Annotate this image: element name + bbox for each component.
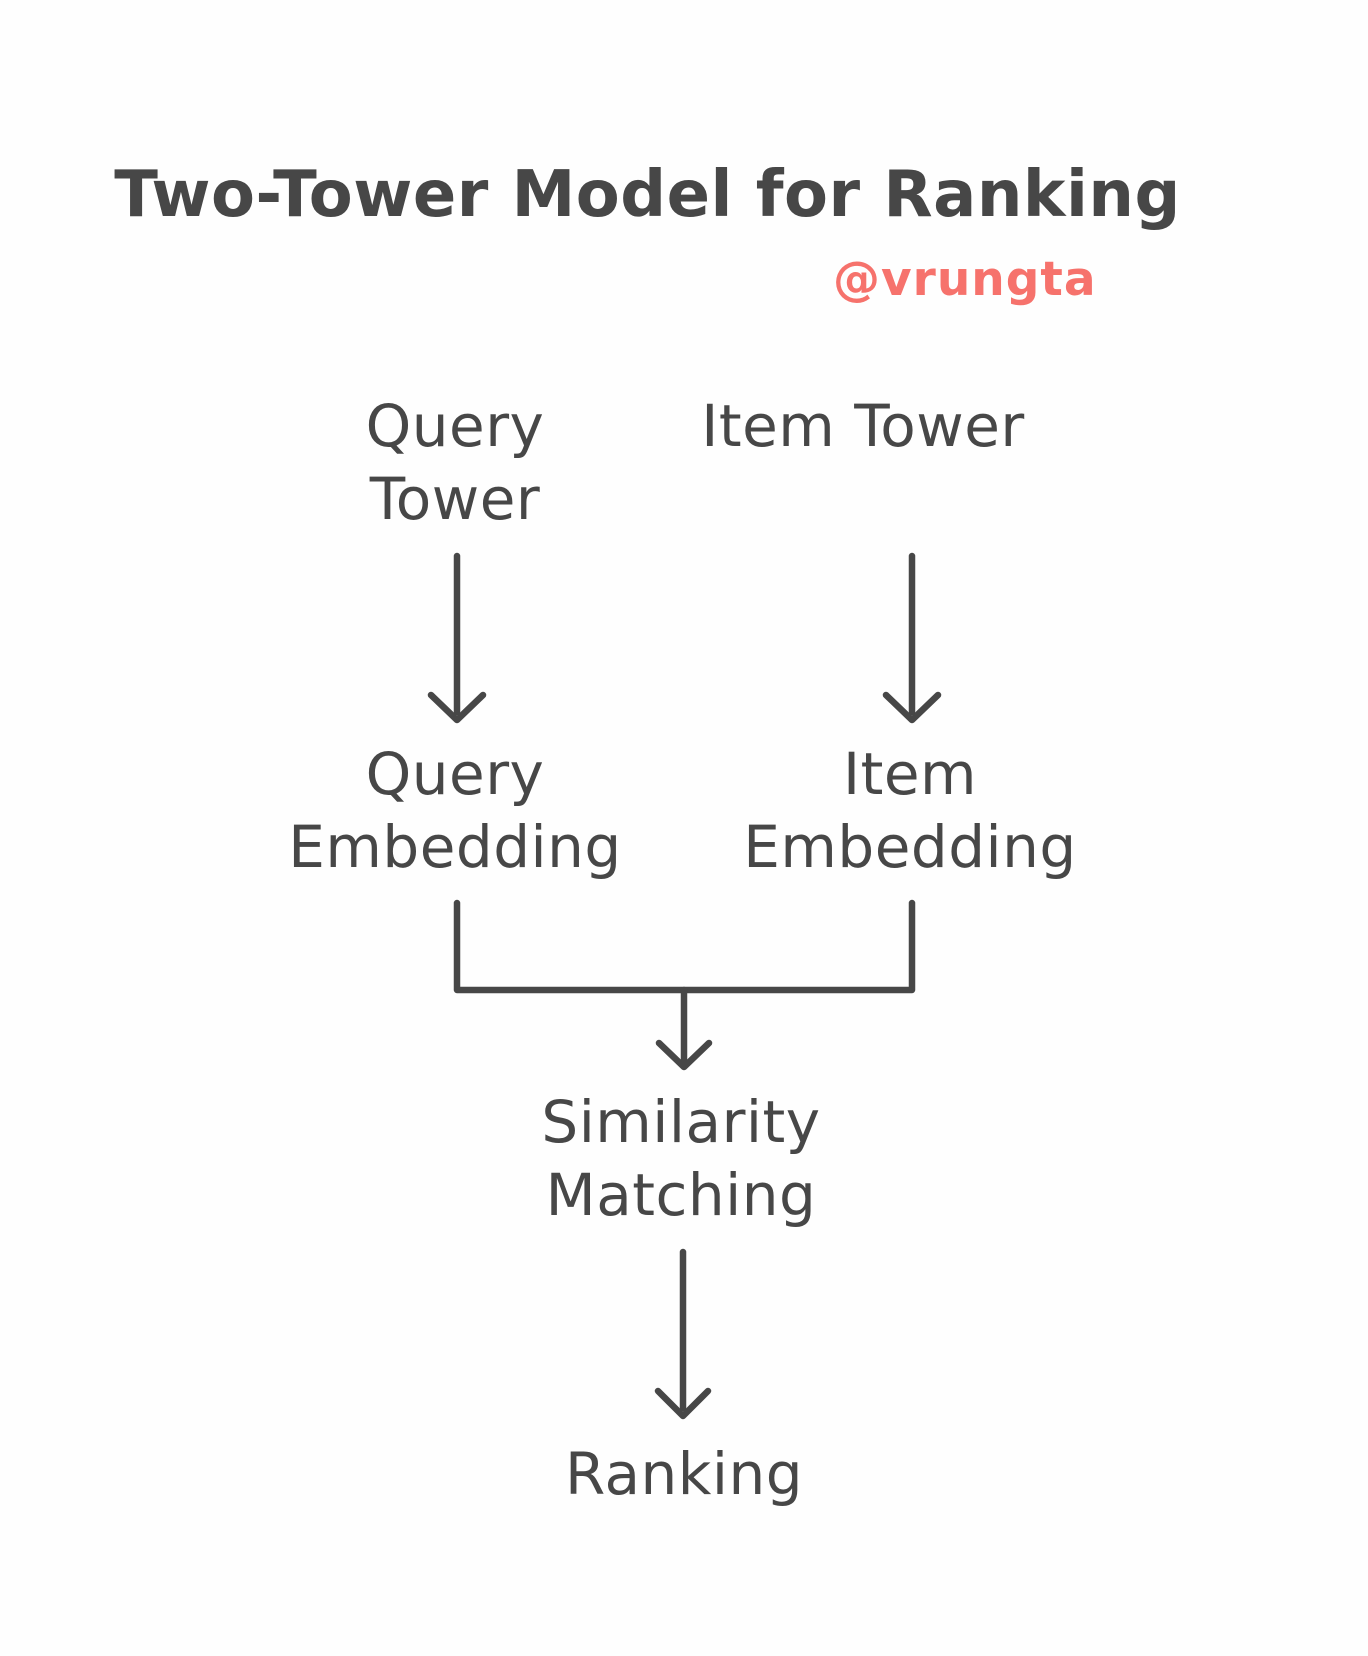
node-similarity-matching: Similarity Matching (481, 1086, 881, 1232)
node-query-tower: Query Tower (255, 390, 655, 536)
node-item-tower-line1: Item Tower (701, 392, 1025, 460)
node-query-embedding-line2: Embedding (288, 813, 622, 881)
node-ranking: Ranking (484, 1438, 884, 1511)
item-tower-arrow (882, 552, 942, 724)
node-query-tower-line1: Query (365, 392, 545, 460)
node-item-embedding-line2: Embedding (743, 813, 1077, 881)
node-ranking-line1: Ranking (564, 1440, 804, 1508)
merge-arrow (453, 899, 916, 1071)
node-item-tower: Item Tower (663, 390, 1063, 463)
node-similarity-line1: Similarity (541, 1088, 821, 1156)
author-handle: @vrungta (833, 252, 1097, 307)
page-title: Two-Tower Model for Ranking (114, 158, 1181, 232)
node-query-embedding: Query Embedding (255, 738, 655, 884)
node-query-tower-line2: Tower (369, 465, 541, 533)
node-item-embedding-line1: Item (842, 740, 978, 808)
node-item-embedding: Item Embedding (710, 738, 1110, 884)
node-query-embedding-line1: Query (365, 740, 545, 808)
similarity-to-ranking-arrow (654, 1248, 712, 1420)
query-tower-arrow (427, 552, 487, 724)
node-similarity-line2: Matching (545, 1161, 817, 1229)
